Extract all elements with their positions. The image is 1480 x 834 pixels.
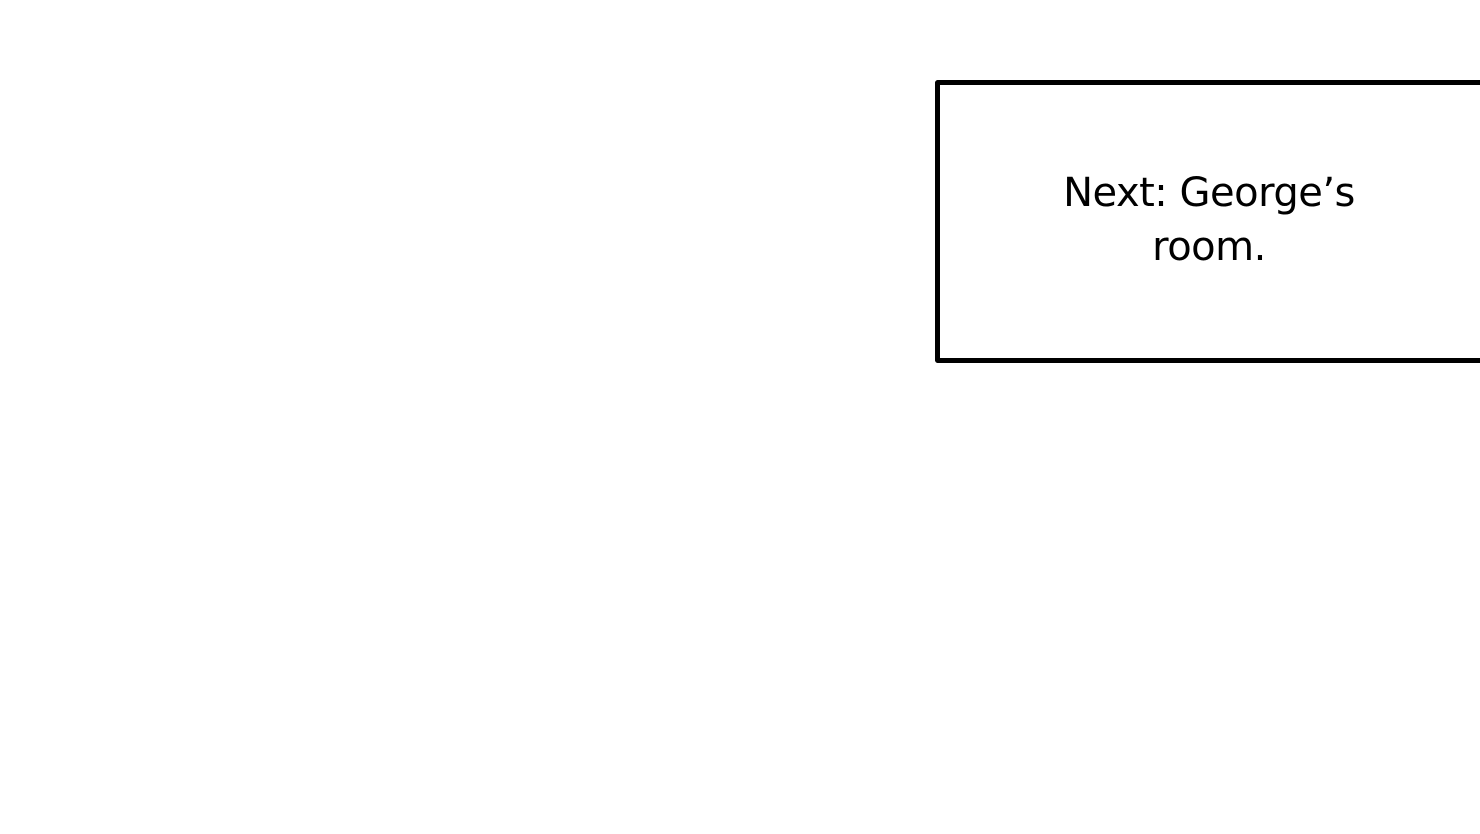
caption-text: Next: George’s room. — [938, 166, 1480, 274]
caption-line-1: Next: George’s — [1063, 170, 1355, 216]
caption-line-2: room. — [1152, 224, 1266, 270]
caption-box — [935, 80, 1480, 363]
